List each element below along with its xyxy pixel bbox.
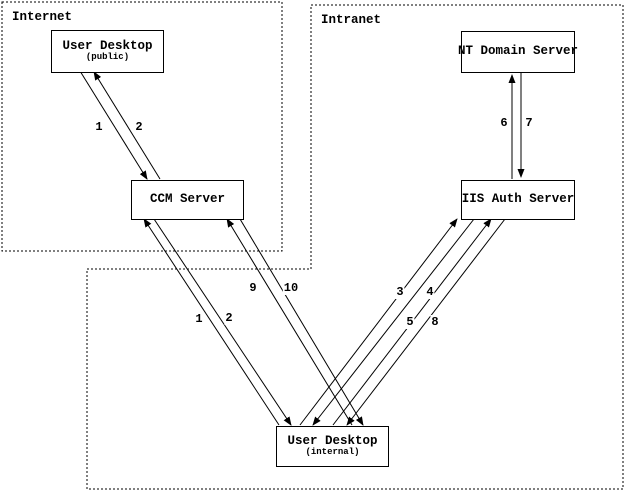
edge-1-public-desktop-to-ccm [79, 70, 148, 180]
edge-label-10: 10 [282, 281, 300, 295]
node-user-desktop-public: User Desktop (public) [51, 30, 164, 73]
edge-4-iis-to-internal-desktop [312, 218, 475, 426]
node-ccm-server-title: CCM Server [149, 192, 225, 207]
edge-label-2-internal: 2 [224, 311, 234, 325]
node-iis-auth-server-title: IIS Auth Server [461, 192, 575, 207]
node-user-desktop-public-subtitle: (public) [85, 52, 130, 63]
edge-label-1-public: 1 [94, 120, 104, 134]
internet-region-label: Internet [12, 10, 73, 24]
edge-label-4: 4 [425, 285, 435, 299]
edge-label-9: 9 [248, 281, 258, 295]
node-user-desktop-internal: User Desktop (internal) [276, 426, 389, 467]
edge-9-internal-desktop-to-ccm [226, 218, 353, 426]
node-nt-domain-server-title: NT Domain Server [457, 44, 579, 59]
edge-2-ccm-to-public-desktop [93, 71, 161, 180]
edge-label-5: 5 [405, 315, 415, 329]
edge-2-ccm-to-internal-desktop [153, 218, 292, 426]
node-nt-domain-server: NT Domain Server [457, 31, 579, 73]
edge-8-iis-to-internal-desktop [346, 218, 506, 426]
edge-label-6: 6 [499, 116, 509, 130]
node-user-desktop-internal-subtitle: (internal) [305, 447, 360, 458]
edge-3-internal-desktop-to-iis [299, 218, 458, 426]
edge-label-3: 3 [395, 285, 405, 299]
node-user-desktop-internal-title: User Desktop [287, 433, 378, 448]
edge-label-1-internal: 1 [194, 312, 204, 326]
edge-label-2-public: 2 [134, 120, 144, 134]
node-user-desktop-public-title: User Desktop [62, 38, 153, 53]
intranet-region-label: Intranet [321, 13, 382, 27]
edge-label-8: 8 [430, 315, 440, 329]
edge-10-ccm-to-internal-desktop [239, 218, 364, 426]
edge-label-7: 7 [524, 116, 534, 130]
edge-1-internal-desktop-to-ccm [143, 218, 280, 426]
node-iis-auth-server: IIS Auth Server [461, 180, 575, 220]
node-ccm-server: CCM Server [131, 180, 244, 220]
internet-region-border [1, 1, 283, 252]
intranet-region-border [86, 4, 624, 490]
